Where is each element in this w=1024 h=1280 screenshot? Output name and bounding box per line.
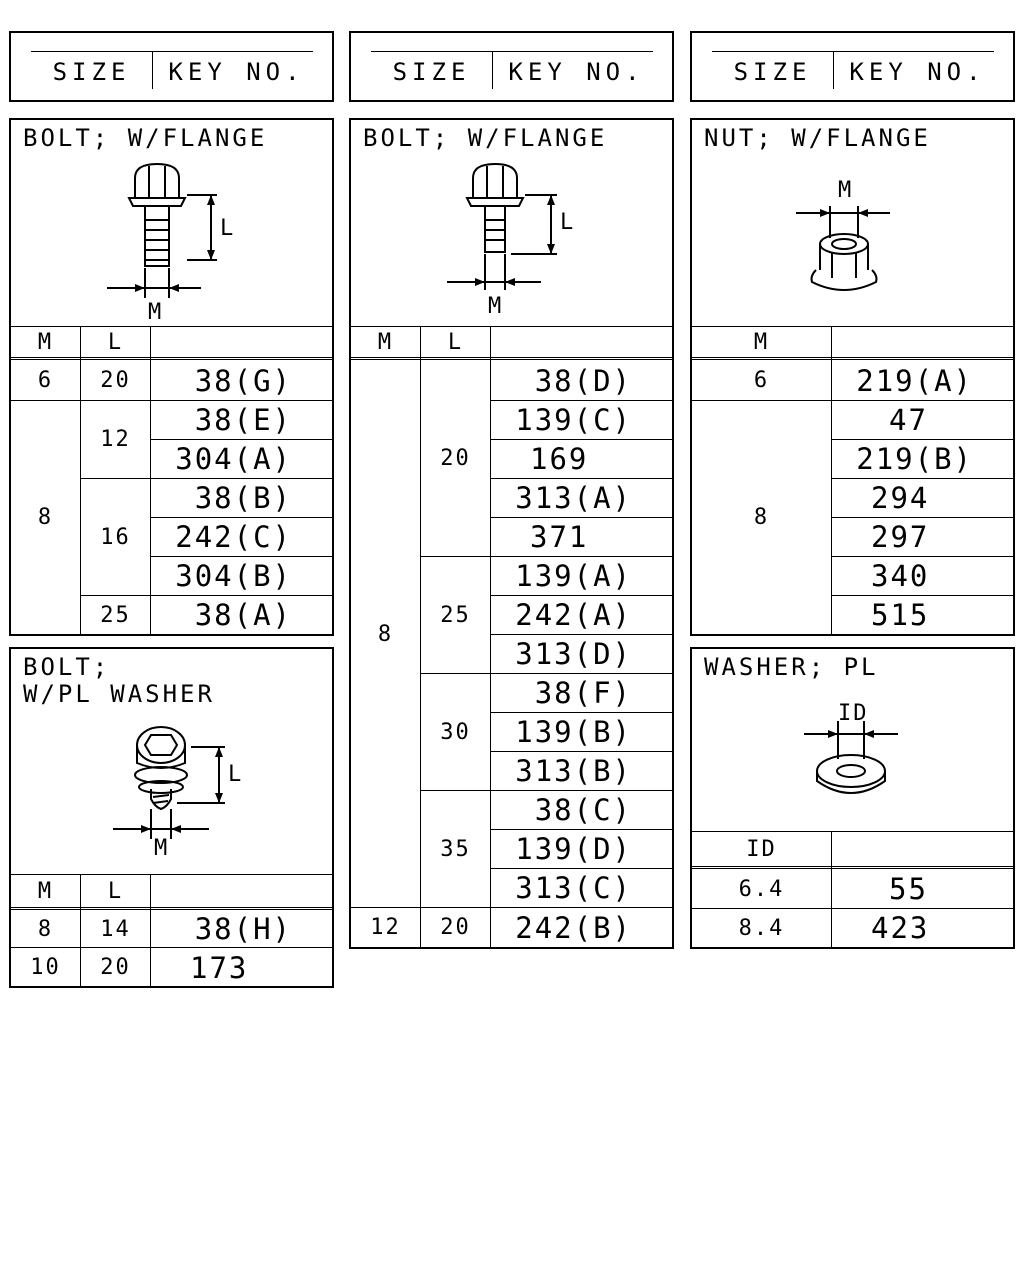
l-cell: 35 [440, 836, 471, 862]
key-no-cell: 139(D) [515, 832, 632, 866]
m-cell: 6 [37, 368, 54, 393]
size-header-box-2: SIZE KEY NO. [349, 31, 674, 102]
m-cell: 6 [753, 368, 770, 393]
dim-m-label: M [148, 300, 164, 325]
key-no-cell: 371 [530, 520, 589, 554]
key-no-cell: 340 [871, 559, 930, 593]
col-m-header: M [37, 329, 54, 355]
key-no-cell: 313(C) [515, 871, 632, 905]
dim-l-label: L [220, 216, 236, 241]
key-no-cell: 313(B) [515, 754, 632, 788]
l-cell: 12 [100, 427, 131, 452]
m-cell: 8 [37, 505, 54, 530]
size-label: SIZE [392, 58, 471, 86]
key-no-cell: 242(B) [515, 910, 632, 945]
m-cell: 10 [30, 955, 61, 980]
dim-l-label: L [228, 762, 244, 787]
washer-pl-panel: WASHER; PL ID ID 6.4 55 8.4 423 [690, 647, 1015, 949]
nut-flange-panel: NUT; W/FLANGE M M 6 8 219(A) 47 219(B) 2… [690, 118, 1015, 636]
key-no-label: KEY NO. [508, 58, 645, 86]
key-no-cell: 169 [530, 442, 589, 476]
m-cell: 8 [37, 916, 54, 942]
key-no-cell: 38(E) [194, 403, 292, 437]
col-l-header: L [107, 329, 124, 355]
bolt-washer-panel: BOLT; W/PL WASHER L M M L [9, 647, 334, 988]
key-no-cell: 313(D) [515, 637, 632, 671]
key-no-cell: 38(F) [534, 676, 632, 710]
dim-l-label: L [560, 210, 576, 235]
m-cell: 8 [753, 505, 770, 530]
flange-nut-drawing [796, 206, 890, 291]
key-no-cell: 294 [871, 481, 930, 515]
m-cell: 8 [377, 621, 394, 647]
col-l-header: L [107, 878, 124, 904]
size-header-box-1: SIZE KEY NO. [9, 31, 334, 102]
panel-title: BOLT; W/PL WASHER [23, 653, 215, 708]
bolt-flange-panel-1: BOLT; W/FLANGE L M [9, 118, 334, 636]
key-no-cell: 242(C) [175, 520, 292, 554]
panel-title: WASHER; PL [704, 653, 879, 681]
key-no-cell: 304(A) [175, 442, 292, 476]
key-no-cell: 38(A) [194, 598, 292, 632]
id-cell: 6.4 [738, 876, 785, 902]
key-no-cell: 38(B) [194, 481, 292, 515]
key-no-cell: 242(A) [515, 598, 632, 632]
col-m-header: M [753, 329, 770, 355]
l-cell: 20 [440, 915, 471, 940]
key-no-cell: 219(A) [856, 363, 973, 398]
key-no-cell: 219(B) [856, 442, 973, 476]
size-header-box-3: SIZE KEY NO. [690, 31, 1015, 102]
l-cell: 25 [440, 602, 471, 628]
key-no-cell: 139(B) [515, 715, 632, 749]
size-label: SIZE [733, 58, 812, 86]
dim-id-label: ID [838, 701, 869, 726]
col-l-header: L [447, 329, 464, 355]
dim-m-label: M [838, 178, 854, 203]
dim-m-label: M [488, 294, 504, 319]
l-cell: 16 [100, 524, 131, 550]
l-cell: 20 [100, 368, 131, 393]
key-no-cell: 173 [190, 950, 249, 985]
key-no-cell: 47 [889, 403, 928, 437]
col-m-header: M [377, 329, 394, 355]
panel-title: BOLT; W/FLANGE [363, 124, 608, 152]
key-no-cell: 38(G) [194, 363, 292, 398]
l-cell: 25 [100, 602, 131, 628]
l-cell: 14 [100, 916, 131, 942]
l-cell: 20 [440, 446, 471, 471]
bolt-flange-panel-2: BOLT; W/FLANGE L M M L [349, 118, 674, 949]
key-no-cell: 38(C) [534, 793, 632, 827]
flange-bolt-drawing [447, 162, 557, 290]
col-m-header: M [37, 878, 54, 904]
id-cell: 8.4 [738, 915, 785, 941]
dim-m-label: M [154, 836, 170, 861]
col-id-header: ID [746, 836, 777, 862]
size-label: SIZE [52, 58, 131, 86]
key-no-cell: 139(A) [515, 559, 632, 593]
key-no-cell: 139(C) [515, 403, 632, 437]
plain-washer-drawing [804, 721, 898, 794]
m-cell: 12 [370, 915, 401, 940]
washer-bolt-drawing [113, 726, 225, 839]
key-no-cell: 423 [871, 911, 930, 945]
key-no-cell: 515 [871, 598, 930, 632]
key-no-cell: 304(B) [175, 559, 292, 593]
l-cell: 30 [440, 719, 471, 745]
key-no-cell: 38(D) [534, 363, 632, 398]
key-no-cell: 313(A) [515, 481, 632, 515]
panel-title: NUT; W/FLANGE [704, 124, 931, 152]
key-no-cell: 38(H) [194, 912, 292, 946]
l-cell: 20 [100, 955, 131, 980]
panel-title: BOLT; W/FLANGE [23, 124, 268, 152]
key-no-label: KEY NO. [849, 58, 986, 86]
key-no-label: KEY NO. [168, 58, 305, 86]
key-no-cell: 297 [871, 520, 930, 554]
key-no-cell: 55 [889, 872, 928, 906]
flange-bolt-drawing [107, 162, 217, 298]
